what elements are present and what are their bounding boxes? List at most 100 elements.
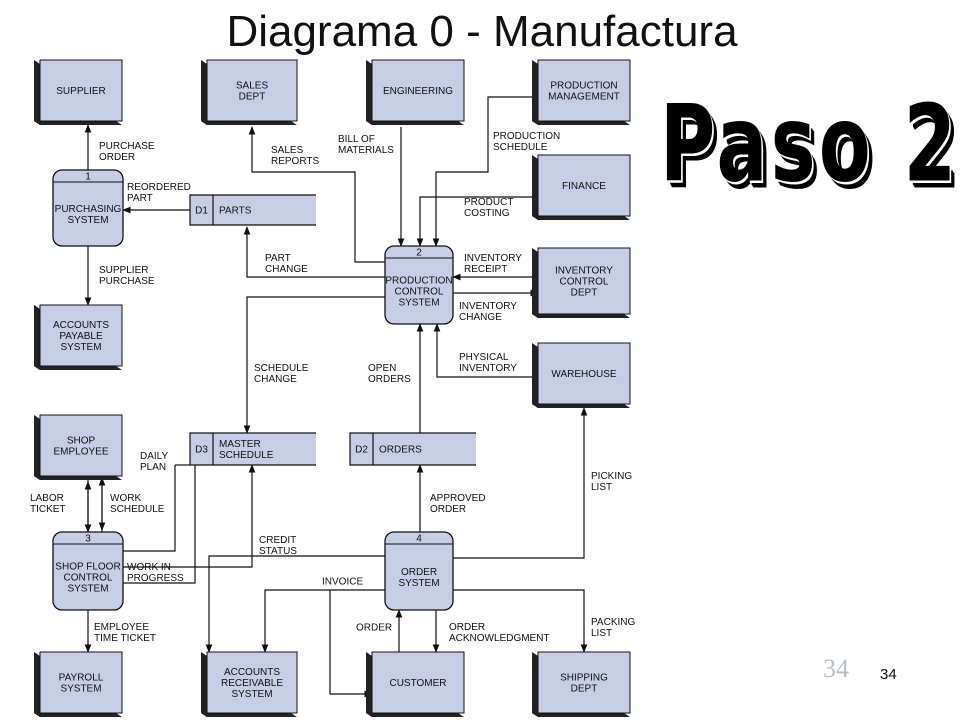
entity-side bbox=[532, 343, 538, 408]
store-label-orders: ORDERS bbox=[379, 445, 422, 456]
entity-accounts-receivable-system bbox=[201, 651, 298, 717]
entity-label-engineering: ENGINEERING bbox=[383, 86, 453, 97]
flow-connector-12 bbox=[433, 323, 538, 378]
store-code: D3 bbox=[195, 445, 208, 456]
process-box bbox=[384, 245, 454, 325]
flow-connector-27 bbox=[453, 589, 588, 653]
entity-face bbox=[371, 651, 465, 714]
paso-2-stamp: Paso 2 bbox=[660, 82, 960, 206]
flow-connector-3 bbox=[248, 126, 385, 263]
flow-connector-21 bbox=[453, 407, 588, 559]
flow-connector-7 bbox=[243, 226, 385, 278]
entity-side bbox=[532, 60, 538, 125]
entity-bottom bbox=[34, 713, 122, 717]
entity-side bbox=[34, 415, 40, 480]
entity-face bbox=[206, 59, 298, 122]
process-number: 1 bbox=[85, 172, 91, 183]
entity-warehouse bbox=[532, 342, 631, 408]
process-number: 2 bbox=[416, 248, 422, 259]
flow-connector-23 bbox=[261, 589, 385, 653]
store-fill bbox=[350, 433, 476, 465]
entity-supplier bbox=[34, 59, 123, 125]
flow-connector-22 bbox=[205, 555, 385, 653]
entity-accounts-payable-system bbox=[34, 304, 123, 370]
entity-bottom bbox=[34, 476, 122, 480]
store-label-parts: PARTS bbox=[219, 206, 252, 217]
entity-sales-dept bbox=[201, 59, 298, 125]
process-box bbox=[384, 531, 454, 611]
flow-connector-6 bbox=[416, 196, 538, 247]
store-outline bbox=[189, 432, 316, 466]
process-box bbox=[52, 531, 124, 611]
process-box bbox=[52, 169, 124, 247]
flow-label-invoice: INVOICE bbox=[322, 577, 363, 588]
flow-label-order: ORDER bbox=[356, 623, 392, 634]
entity-bottom bbox=[532, 713, 630, 717]
entity-shipping-dept bbox=[532, 651, 631, 717]
store-code: D2 bbox=[355, 445, 368, 456]
entity-face bbox=[39, 414, 123, 477]
data-store-orders bbox=[349, 432, 476, 466]
process-number: 4 bbox=[416, 534, 422, 545]
entity-face bbox=[537, 651, 631, 714]
store-code: D1 bbox=[195, 206, 208, 217]
entity-bottom bbox=[532, 121, 630, 125]
flow-connector-28 bbox=[329, 590, 373, 698]
entity-side bbox=[366, 652, 372, 717]
process-shop-floor-control-system bbox=[52, 531, 124, 611]
entity-face bbox=[371, 59, 465, 122]
entity-side bbox=[532, 248, 538, 318]
flow-connector-16 bbox=[123, 465, 176, 552]
entity-bottom bbox=[532, 404, 630, 408]
entity-bottom bbox=[366, 121, 464, 125]
page-number-watermark: 34 bbox=[823, 654, 849, 683]
page-number: 34 bbox=[880, 666, 897, 683]
data-store-parts bbox=[189, 194, 316, 226]
entity-bottom bbox=[532, 216, 630, 220]
entity-payroll-system bbox=[34, 651, 123, 717]
entity-label-finance: FINANCE bbox=[562, 181, 606, 192]
entity-side bbox=[532, 652, 538, 717]
entity-engineering bbox=[366, 59, 465, 125]
entity-shop-employee bbox=[34, 414, 123, 480]
entity-finance bbox=[532, 154, 631, 220]
store-fill bbox=[190, 433, 316, 465]
entity-side bbox=[201, 60, 207, 125]
entity-side bbox=[34, 305, 40, 370]
store-outline bbox=[189, 194, 316, 226]
entity-bottom bbox=[201, 713, 297, 717]
entity-bottom bbox=[34, 366, 122, 370]
entity-side bbox=[34, 652, 40, 717]
entity-side bbox=[366, 60, 372, 125]
flow-connector-10 bbox=[243, 296, 385, 434]
process-purchasing-system bbox=[52, 169, 124, 247]
entity-side bbox=[532, 155, 538, 220]
